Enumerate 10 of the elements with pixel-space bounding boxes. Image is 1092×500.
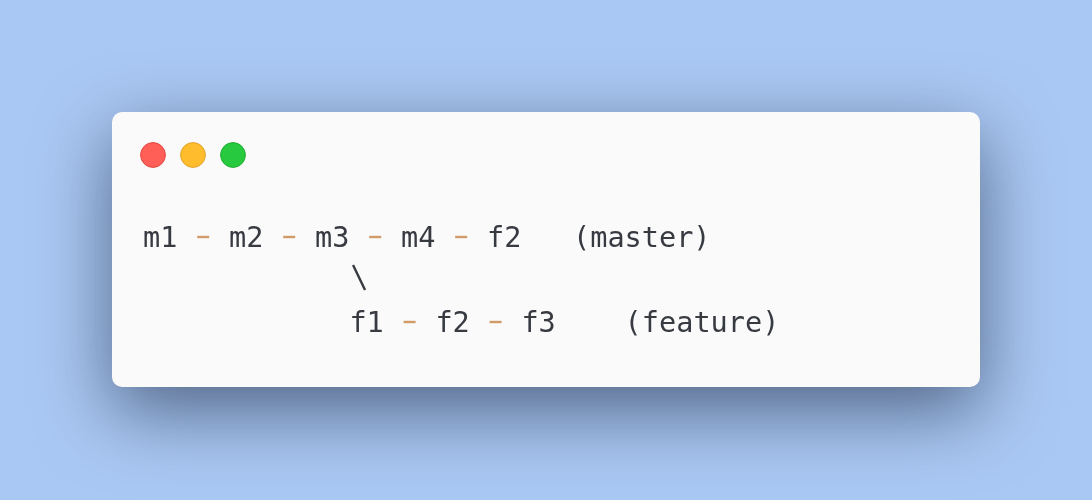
branch-label: (master): [573, 222, 711, 252]
commit-label: m2: [229, 222, 264, 252]
commit-label: m1: [143, 222, 178, 252]
commit-label: f3: [521, 307, 556, 337]
commit-label: m4: [401, 222, 436, 252]
commit-label: f2: [435, 307, 470, 337]
branch-label: (feature): [624, 307, 780, 337]
commit-label: f1: [349, 307, 384, 337]
commit-label: m3: [315, 222, 350, 252]
commit-label: f2: [487, 222, 522, 252]
